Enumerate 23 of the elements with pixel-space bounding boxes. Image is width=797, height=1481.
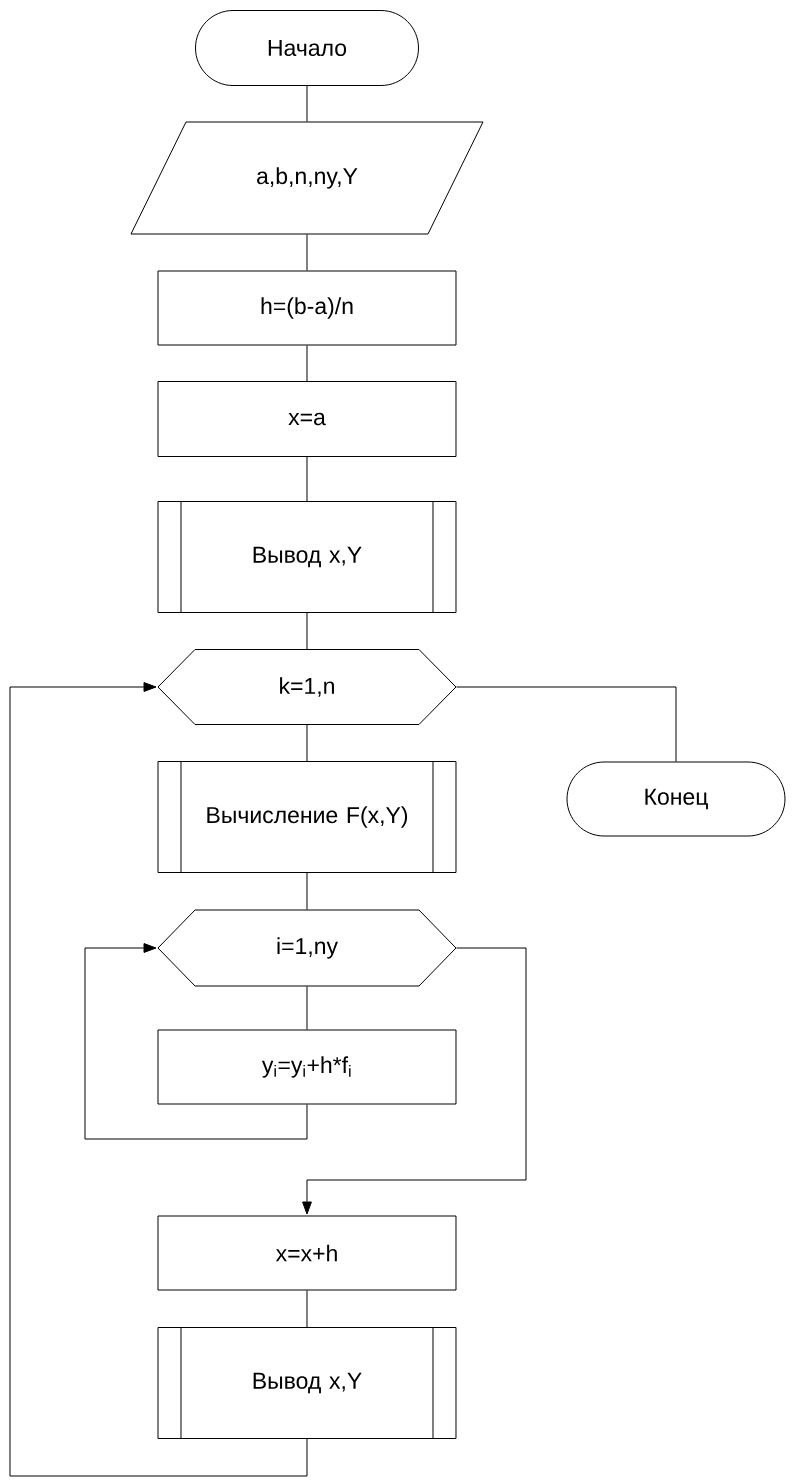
connector <box>306 85 308 122</box>
connector <box>84 943 308 1140</box>
loop-hexagon: i=1,ny <box>157 909 457 987</box>
input-parallelogram: a,b,n,ny,Y <box>130 121 484 235</box>
subroutine-box: Вывод x,Y <box>157 501 457 613</box>
connector <box>306 456 308 502</box>
connector <box>306 1290 308 1328</box>
subroutine-box: Вывод x,Y <box>157 1327 457 1439</box>
connector <box>456 686 677 762</box>
connector <box>306 345 308 382</box>
process-box: h=(b-a)/n <box>157 270 457 346</box>
connector <box>302 947 527 1215</box>
connector <box>306 986 308 1030</box>
loop-hexagon: k=1,n <box>157 649 457 725</box>
subroutine-box: Вычисление F(x,Y) <box>157 761 457 873</box>
process-box: x=a <box>157 381 457 457</box>
process-box: y$_{i}$=y$_{i}$+h*f$_{i}$ <box>157 1029 457 1105</box>
connector <box>9 682 308 1477</box>
connector <box>306 724 308 762</box>
connector <box>306 872 308 910</box>
process-box: x=x+h <box>157 1215 457 1291</box>
connector <box>306 612 308 650</box>
connector <box>306 234 308 271</box>
